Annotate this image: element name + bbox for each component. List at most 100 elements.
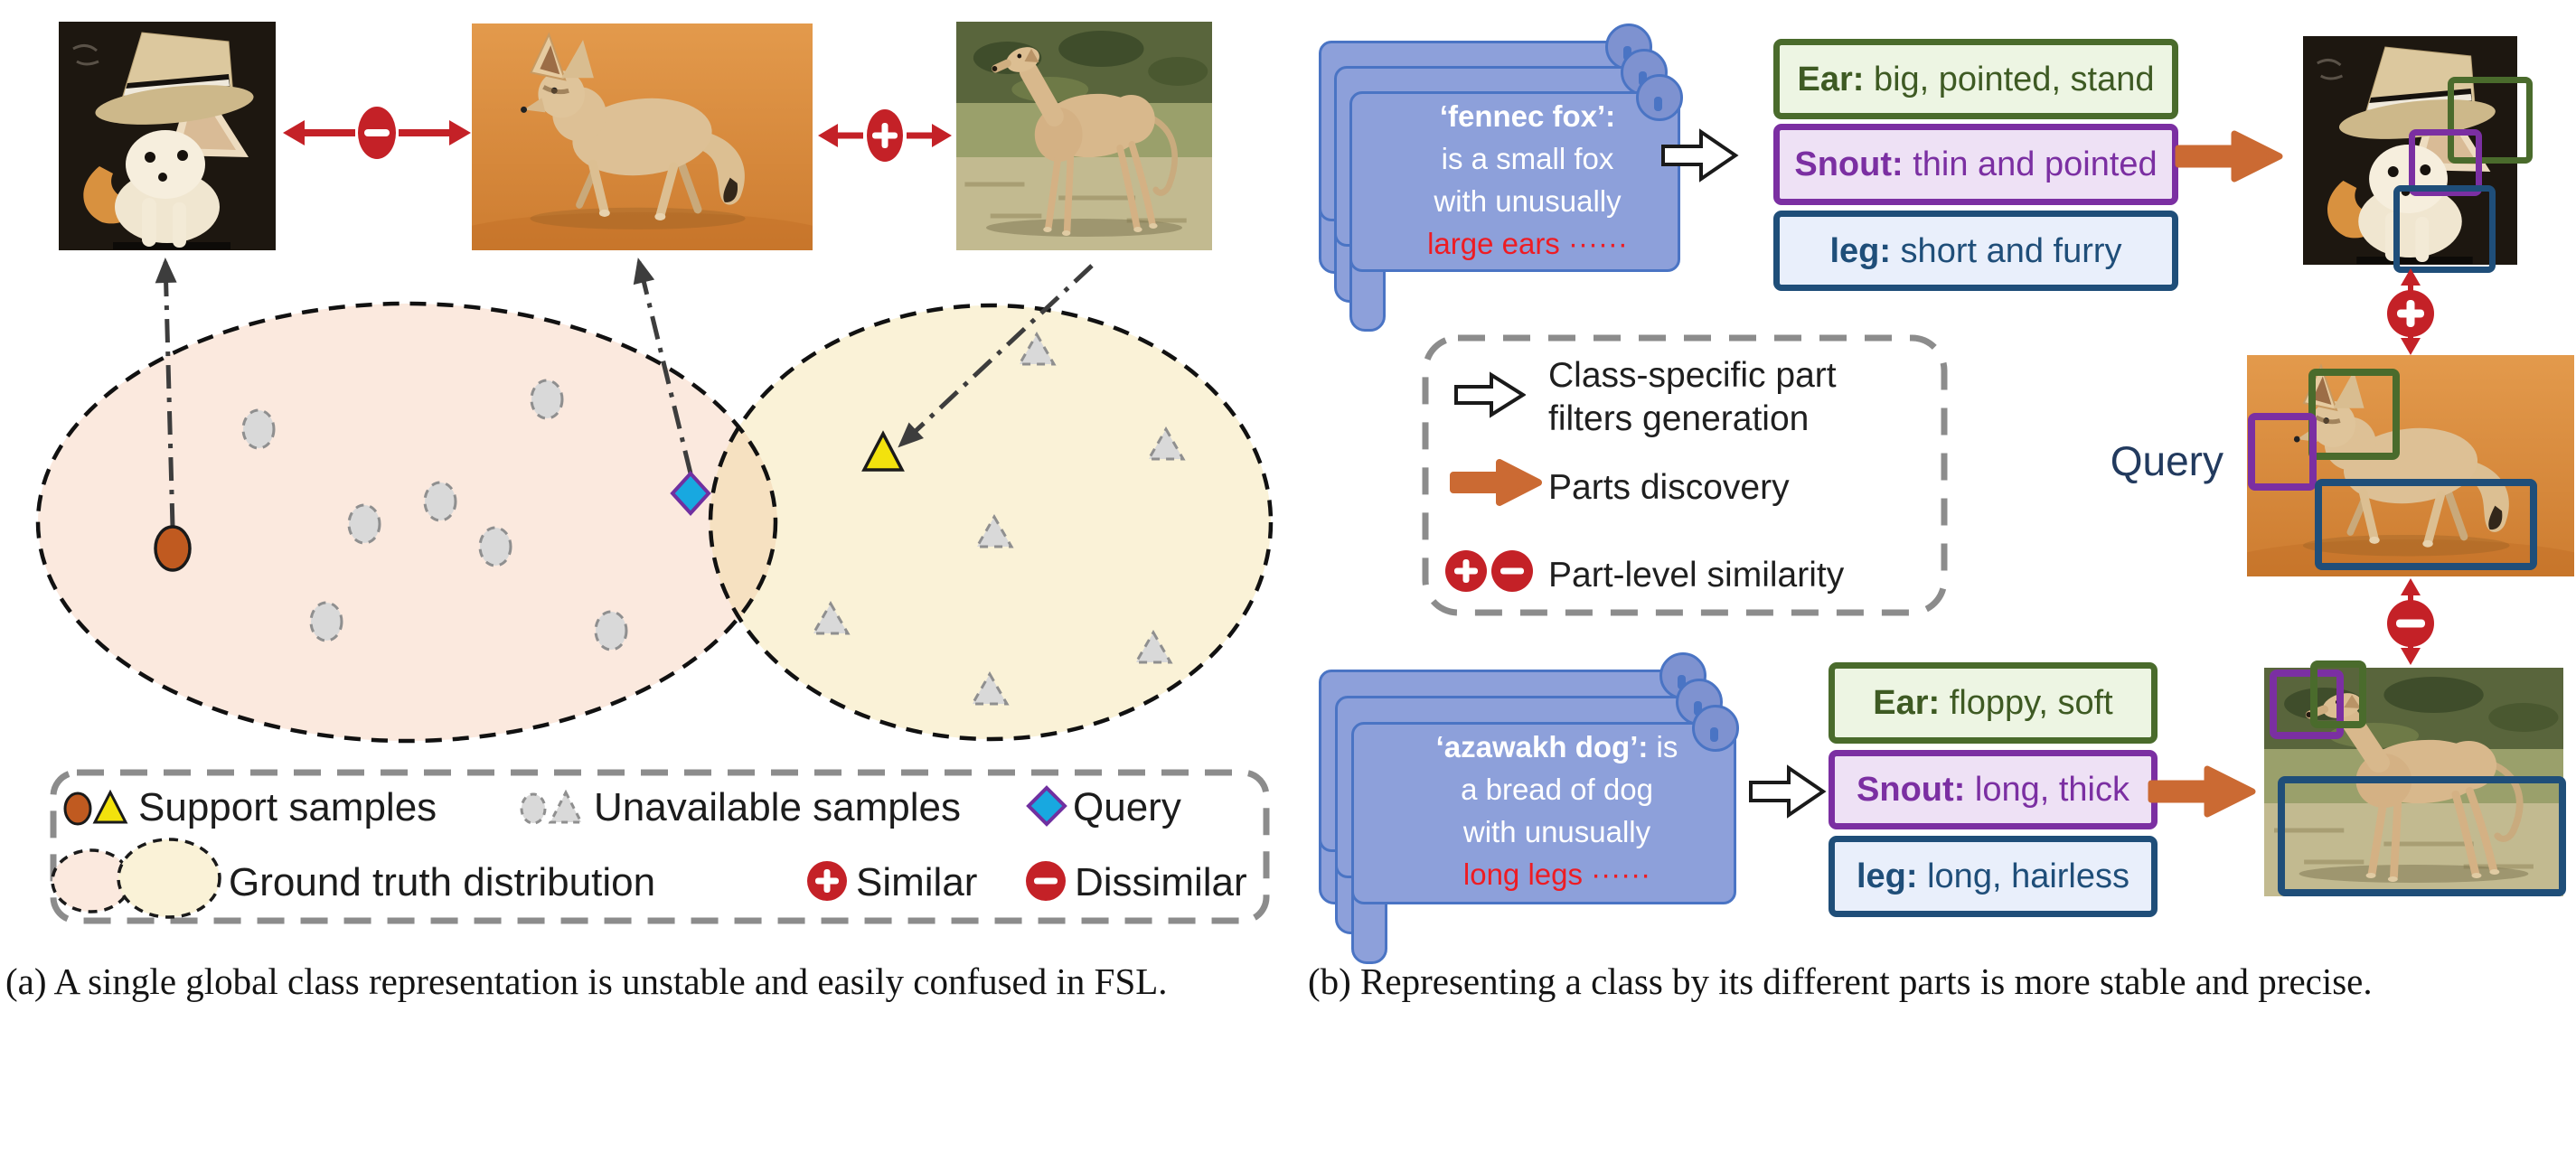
legend-a-border [50,769,1270,924]
snout-bbox [2270,670,2344,739]
azawakh-card-line4: long legs ······ [1462,857,1651,891]
legend-a: Support samples Unavailable samples Quer… [50,769,1270,924]
azawakh-snout-box: Snout: long, thick [1829,750,2158,829]
unavailable-circle-samples [241,379,628,651]
legend-b: Class-specific part filters generation P… [1422,334,1948,616]
fennec-support-part-image [2303,36,2533,273]
similar-icon [807,861,847,901]
caption-b: (b) Representing a class by its differen… [1308,960,2373,1002]
part-desc: long, hairless [1917,857,2130,895]
fennec-card-title: ‘fennec fox’: [1439,99,1616,133]
parts-discovery-arrow-bottom [2148,765,2256,818]
leg-bbox [2278,776,2566,896]
fennec-class-distribution [38,304,776,741]
part-desc: big, pointed, stand [1864,60,2155,98]
stacked-card-front [1351,722,1736,904]
fennec-snout-box: Snout: thin and pointed [1773,124,2178,205]
part-label: leg: [1829,231,1891,270]
unavailable-triangle-samples [811,331,1186,706]
query-diamond [670,471,711,516]
fennec-fox-with-hat-photo [59,22,276,250]
ear-bbox [2448,77,2533,164]
image-to-support-line [898,264,1094,448]
fennec-card-line3: with unusually [1434,184,1622,218]
dissimilar-icon [1026,861,1066,901]
arrow-left-icon [283,120,305,145]
part-desc: short and furry [1891,231,2122,270]
ear-bbox [2308,369,2400,460]
query-to-image-line [633,258,693,474]
unavailable-samples-label: Unavailable samples [594,785,961,829]
stacked-card-front [1349,91,1680,272]
fennec-card-text: ‘fennec fox’: is a small fox with unusua… [1378,95,1677,265]
parts-discovery-arrow-top [2175,130,2283,183]
support-samples-label: Support samples [138,785,437,829]
leg-bbox [2393,185,2496,273]
filters-generation-arrow-top [1661,128,1739,183]
support-image-fennec-hat [59,22,276,250]
azawakh-card-text: ‘azawakh dog’: is a bread of dog with un… [1383,726,1731,895]
fennec-fox-desert-photo [472,23,813,250]
support-samples-icon [63,789,128,826]
similar-badge-vertical [2387,268,2434,355]
caption-a: (a) A single global class representation… [5,960,1168,1002]
azawakh-card-title: ‘azawakh dog’: [1435,730,1649,763]
arrow-left-icon [818,124,838,147]
card-curl-icon [1636,74,1683,121]
snout-bbox [2248,413,2317,491]
parts-discovery-label: Parts discovery [1548,468,1790,507]
azawakh-card-line3: with unusually [1462,815,1651,848]
fennec-card-line2: is a small fox [1441,142,1614,175]
dissimilar-badge-horizontal [283,107,471,159]
part-label: Ear: [1873,684,1941,722]
support-image-azawakh-grass [956,22,1212,250]
fennec-leg-box: leg: short and furry [1773,211,2178,291]
similar-label: Similar [856,860,978,904]
ear-bbox [2310,660,2366,728]
azawakh-card-line2: a bread of dog [1461,773,1653,806]
query-icon [1026,785,1067,827]
distribution-overlap [710,426,777,619]
query-label: Query [2110,437,2223,484]
ground-truth-icon [51,838,221,919]
azawakh-dog-grass-photo [956,22,1212,250]
filters-generation-arrow-icon [1454,371,1526,418]
query-label-a: Query [1073,785,1181,829]
part-label: leg: [1856,857,1918,895]
query-image-fennec-desert [472,23,813,250]
similar-badge-horizontal [818,109,952,162]
filters-generation-arrow-bottom [1749,764,1827,819]
azawakh-leg-box: leg: long, hairless [1829,836,2158,917]
arrow-up-icon [2401,268,2421,286]
panel-a: Support samples Unavailable samples Quer… [5,22,1274,1002]
azawakh-ear-box: Ear: floppy, soft [1829,662,2158,744]
query-part-image [2247,355,2574,576]
azawakh-support-part-image [2264,660,2566,896]
card-curl-icon [1692,705,1739,752]
support-sample-yellow-triangle [861,430,905,472]
filters-generation-label: Class-specific part filters generation [1548,356,1837,438]
part-desc: long, thick [1965,771,2129,809]
part-desc: thin and pointed [1903,145,2158,183]
support-to-image-line [155,258,177,528]
dissimilar-label: Dissimilar [1075,860,1247,904]
azawakh-card-title-rest: is [1648,730,1678,763]
part-level-similarity-label: Part-level similarity [1548,556,1845,595]
fennec-ear-box: Ear: big, pointed, stand [1773,39,2178,119]
support-sample-orange-circle [154,525,192,572]
arrow-down-icon [2401,648,2421,665]
fennec-card-line4: large ears ······ [1427,227,1628,260]
part-level-similarity-icon [1445,550,1533,592]
part-label: Snout: [1857,771,1966,809]
leg-bbox [2315,479,2537,570]
distribution-plot [35,258,1274,744]
arrow-right-icon [449,120,471,145]
dissimilar-badge-vertical [2387,578,2434,665]
azawakh-class-distribution [710,305,1271,739]
part-desc: floppy, soft [1940,684,2113,722]
arrow-down-icon [2401,338,2421,355]
legend-b-border [1422,334,1948,616]
arrow-up-icon [2401,578,2421,595]
parts-discovery-arrow-icon [1450,459,1542,506]
